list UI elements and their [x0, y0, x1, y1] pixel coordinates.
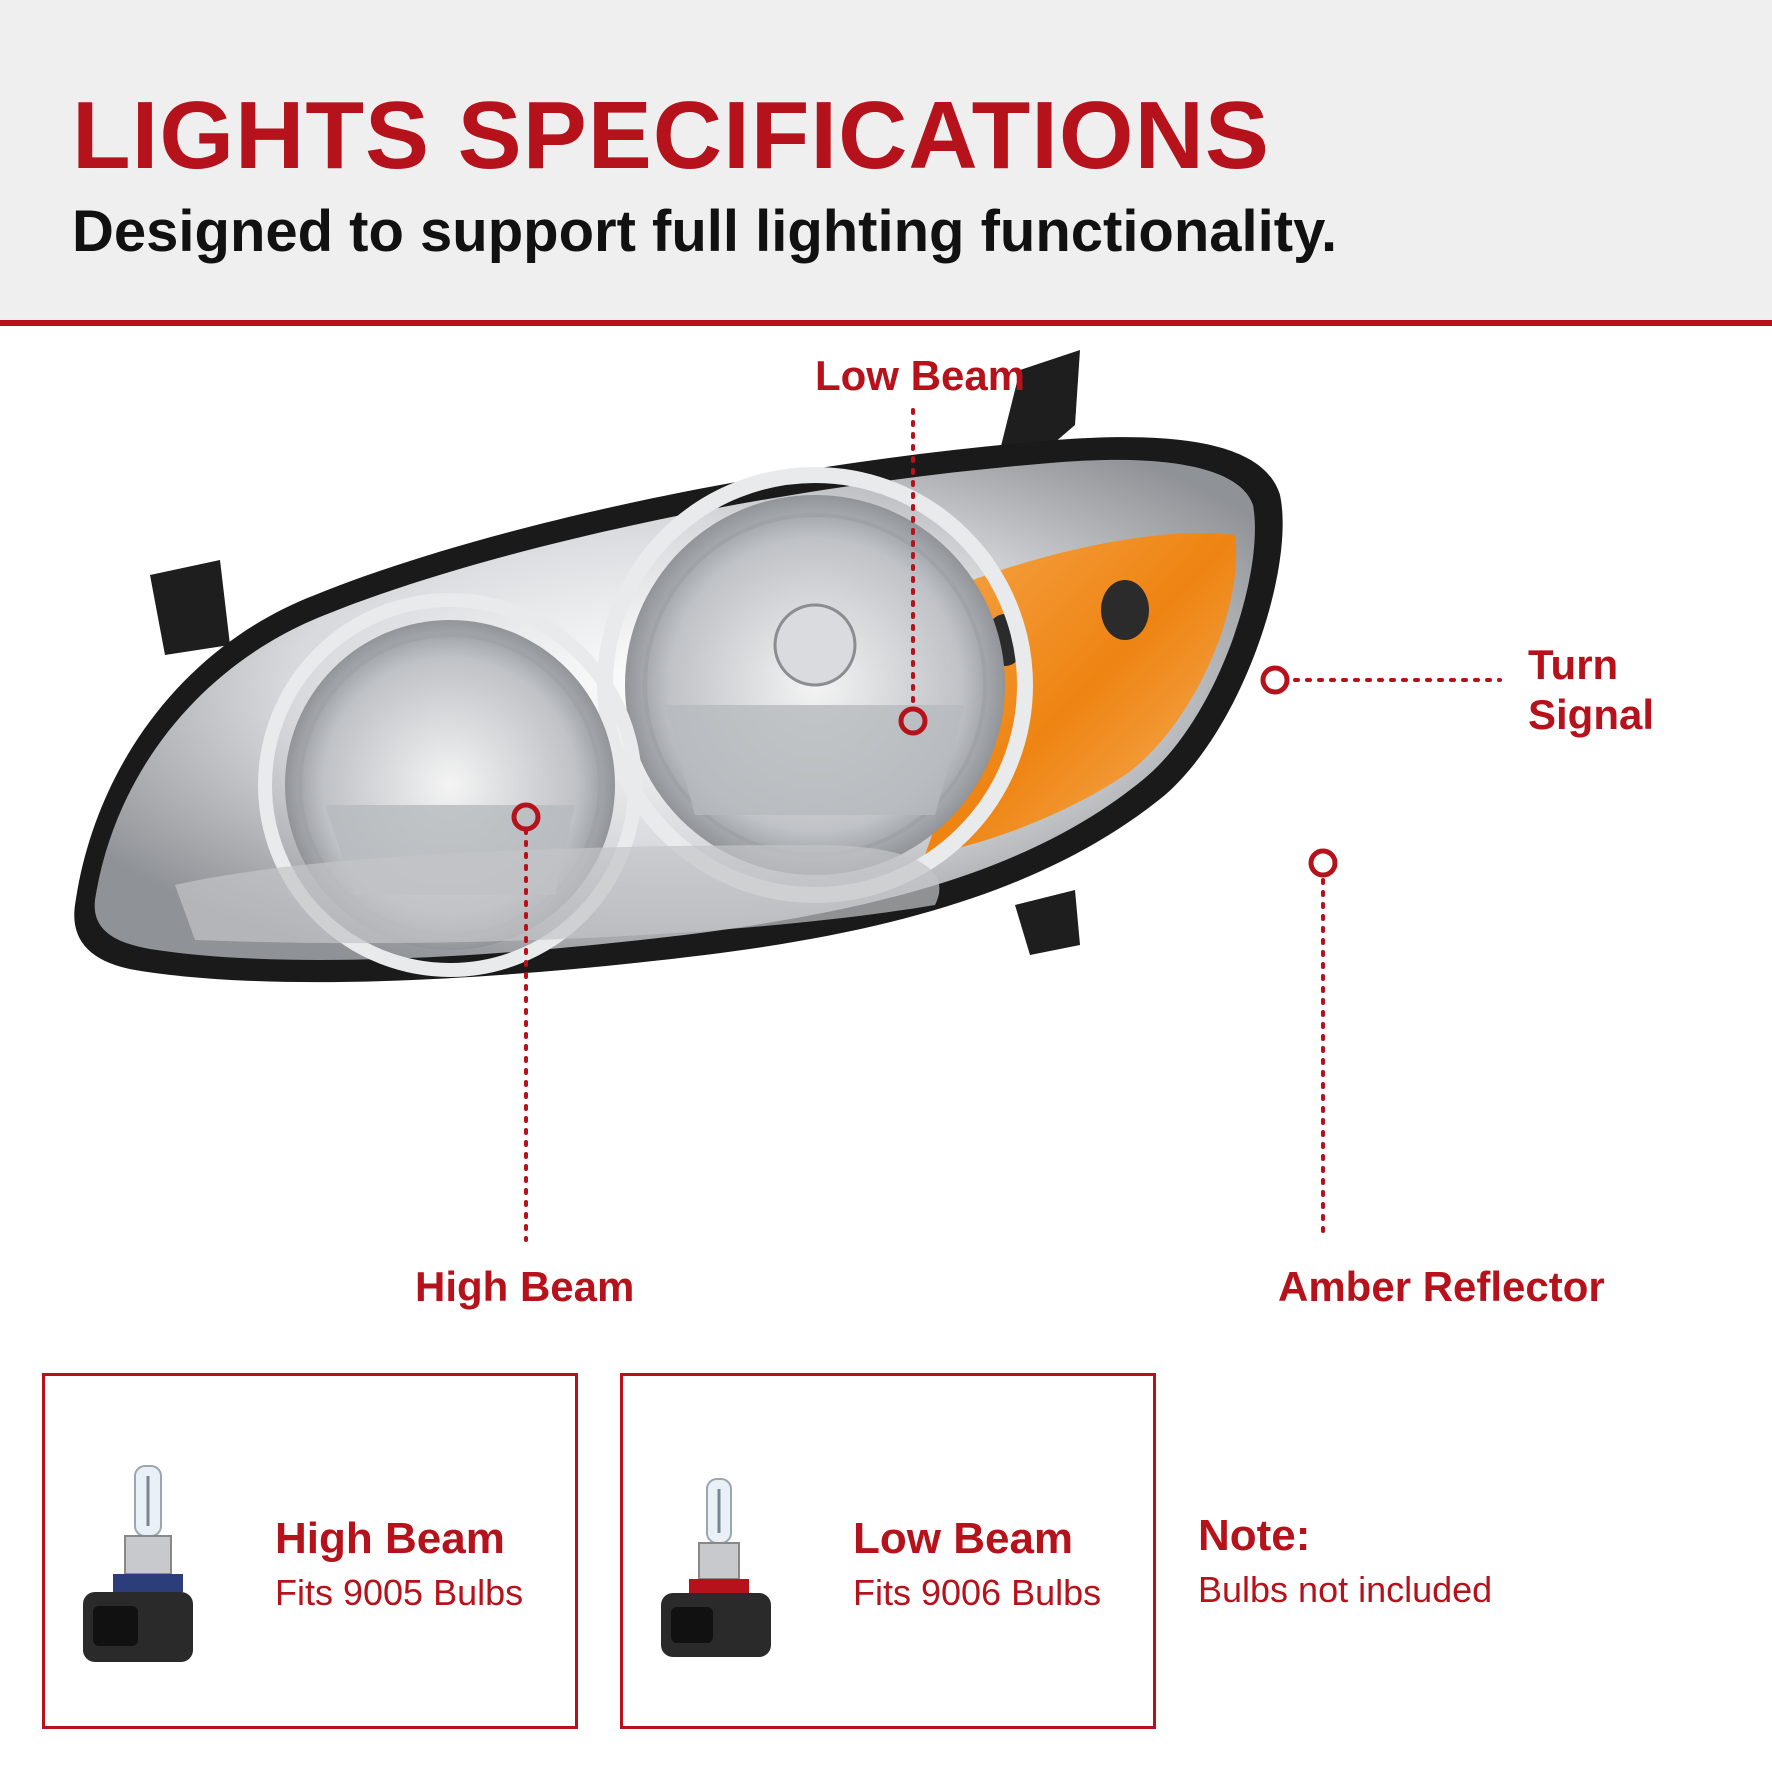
header-band — [0, 0, 1772, 320]
note-title: Note: — [1198, 1511, 1311, 1560]
low-beam-bulb-card: Low Beam Fits 9006 Bulbs — [620, 1373, 1156, 1729]
bulb-9005-icon — [83, 1465, 193, 1662]
callout-turn-signal-line1: Turn — [1528, 641, 1619, 688]
header-divider — [0, 320, 1772, 326]
bulb-9006-icon — [661, 1478, 771, 1657]
page-subtitle: Designed to support full lighting functi… — [72, 199, 1338, 264]
high-beam-bulb-card: High Beam Fits 9005 Bulbs — [42, 1373, 578, 1729]
card-title: Low Beam — [853, 1514, 1074, 1563]
callout-turn-signal-line2: Signal — [1528, 691, 1655, 738]
bottom-bracket — [1015, 890, 1080, 955]
card-title: High Beam — [275, 1514, 505, 1563]
callout-low-beam: Low Beam — [815, 352, 1026, 399]
card-subtitle: Fits 9006 Bulbs — [853, 1572, 1102, 1613]
card-subtitle: Fits 9005 Bulbs — [275, 1572, 524, 1613]
left-bracket — [150, 560, 230, 655]
callout-amber-reflector: Amber Reflector — [1278, 1263, 1605, 1310]
top-bracket — [1000, 350, 1080, 455]
note-text: Bulbs not included — [1198, 1569, 1493, 1610]
callout-high-beam: High Beam — [415, 1263, 635, 1310]
headlight-assembly-image — [74, 350, 1283, 983]
page-title: LIGHTS SPECIFICATIONS — [72, 82, 1270, 189]
